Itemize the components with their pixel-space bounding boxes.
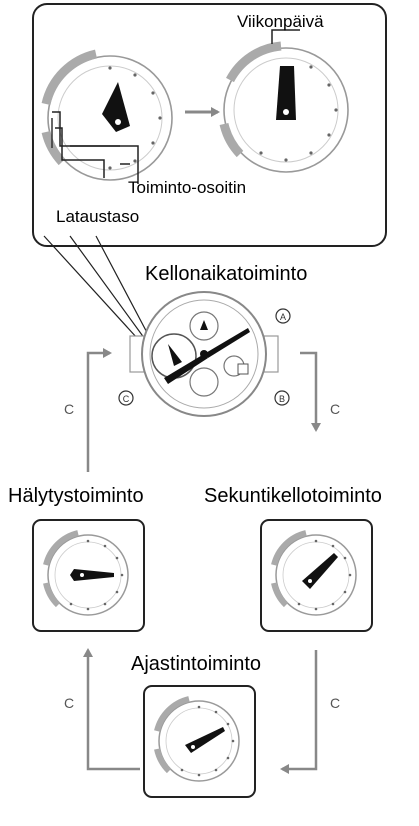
timer-dial — [157, 699, 239, 781]
svg-text:A: A — [280, 312, 286, 322]
watch-button-a: A — [275, 308, 291, 324]
mode-hand — [185, 727, 225, 753]
svg-text:B: B — [279, 394, 285, 404]
watch-face — [129, 291, 279, 417]
label-c-right-top: C — [330, 401, 340, 417]
watch-button-b: B — [274, 390, 290, 406]
label-day-of-week: Viikonpäivä — [237, 12, 324, 31]
label-stopwatch-mode: Sekuntikellotoiminto — [204, 485, 382, 507]
mode-hand — [102, 82, 130, 132]
label-c-right-bottom: C — [330, 695, 340, 711]
label-c-left-bottom: C — [64, 695, 74, 711]
alarm-dial — [46, 533, 128, 615]
callout-dial-before — [41, 49, 173, 181]
mode-hand — [276, 66, 296, 120]
stopwatch-dial — [274, 533, 356, 615]
label-c-left-top: C — [64, 401, 74, 417]
svg-text:C: C — [123, 394, 130, 404]
label-alarm-mode: Hälytystoiminto — [8, 485, 144, 507]
arrow-to-timer — [280, 650, 318, 774]
mode-hand — [70, 569, 114, 581]
label-timer-mode: Ajastintoiminto — [131, 653, 261, 675]
label-timekeeping-mode: Kellonaikatoiminto — [145, 263, 307, 285]
callout-dial-after — [219, 41, 349, 173]
arrow-to-alarm — [83, 648, 140, 771]
label-charge-level: Lataustaso — [56, 207, 139, 226]
callout-leader-lines — [43, 235, 153, 351]
watch-button-c: C — [118, 390, 134, 406]
arrow-to-stopwatch — [300, 351, 321, 432]
label-mode-indicator: Toiminto-osoitin — [128, 178, 246, 197]
arrow-to-timekeeping — [86, 348, 112, 472]
